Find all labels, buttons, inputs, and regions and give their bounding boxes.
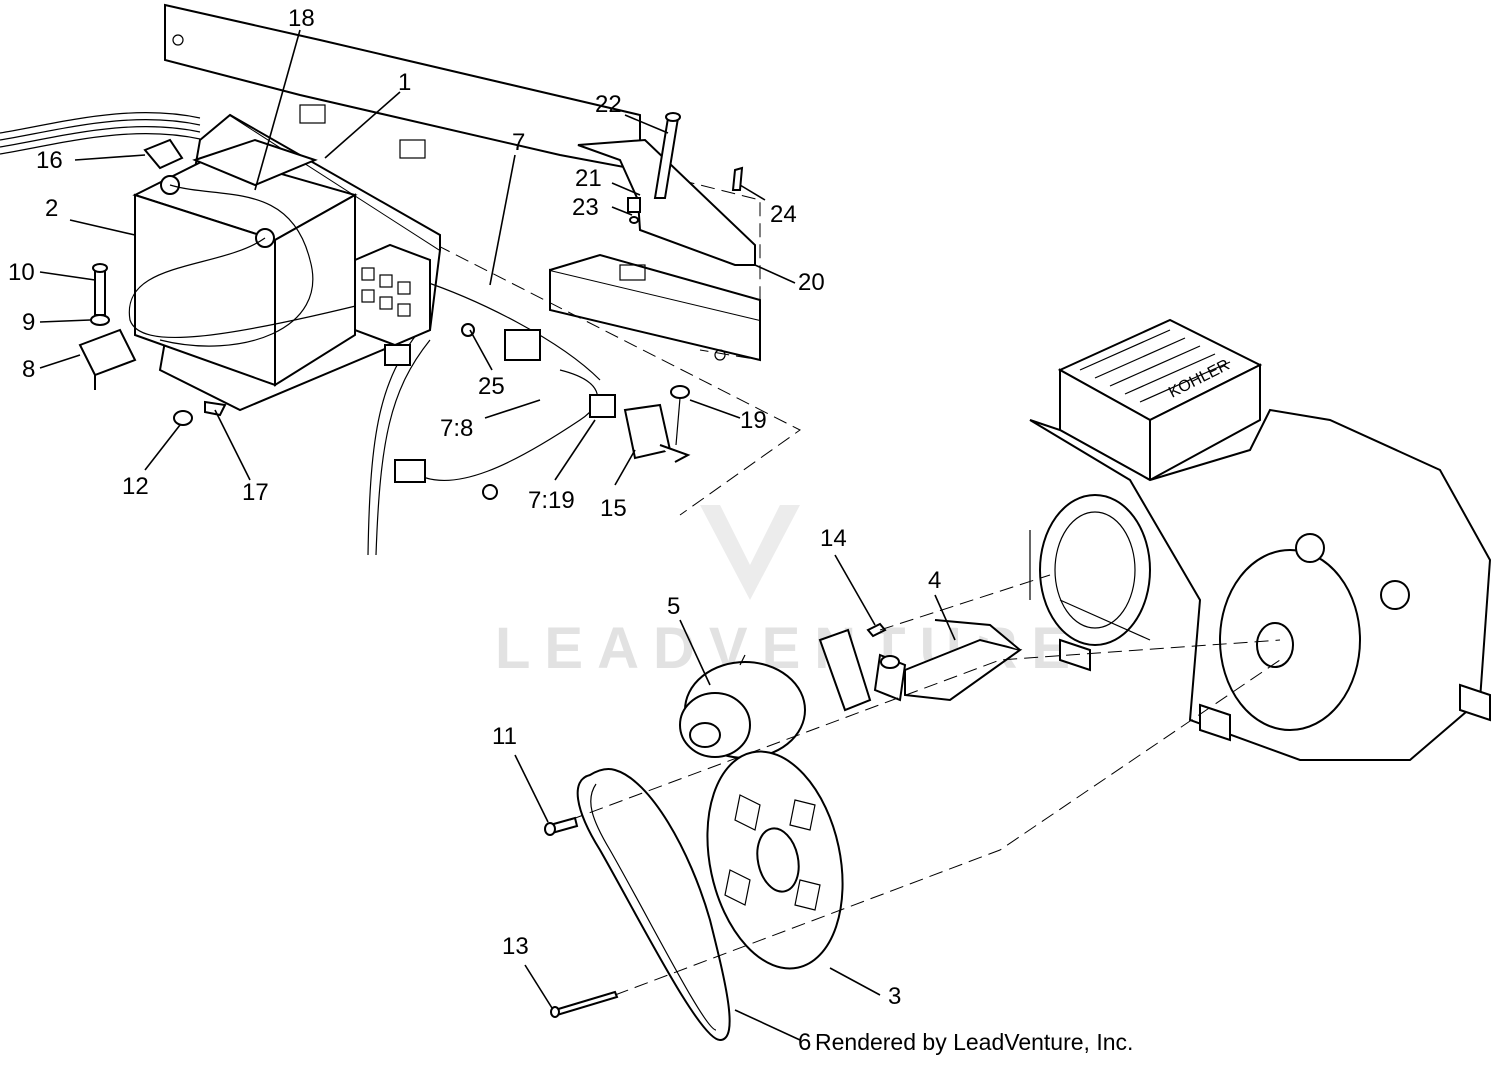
callout-18: 18 [288, 5, 315, 32]
callout-11: 11 [492, 723, 517, 750]
cables [0, 112, 601, 556]
callout-24: 24 [770, 201, 797, 228]
bolts [544, 816, 619, 1018]
frame-rail [164, 3, 801, 516]
alignment-lines [569, 574, 1281, 996]
callout-5: 5 [667, 593, 680, 620]
callout-6: 6 [798, 1029, 811, 1056]
callout-1: 1 [398, 69, 411, 96]
callout-19: 19 [740, 407, 767, 434]
callout-22: 22 [595, 91, 622, 118]
relay-block [354, 243, 616, 500]
render-credit: Rendered by LeadVenture, Inc. [815, 1029, 1133, 1055]
callout-15: 15 [600, 495, 627, 522]
callout-7: 7 [512, 129, 525, 156]
switch [623, 385, 691, 463]
callout-9: 9 [22, 309, 35, 336]
callout-14: 14 [820, 525, 847, 552]
drive-belt [576, 768, 731, 1042]
callout-7-19: 7:19 [528, 487, 575, 514]
callout-23: 23 [572, 194, 599, 221]
callout-16: 16 [36, 147, 63, 174]
callout-12: 12 [122, 473, 149, 500]
callout-13: 13 [502, 933, 529, 960]
leader-lines [39, 29, 956, 1041]
callout-7-8: 7:8 [440, 415, 473, 442]
callout-3: 3 [888, 983, 901, 1010]
alternator [679, 654, 806, 759]
bracket-plate [577, 112, 756, 266]
callout-2: 2 [45, 195, 58, 222]
callout-21: 21 [575, 165, 602, 192]
engine: KOHLER [1029, 318, 1492, 761]
callout-25: 25 [478, 373, 505, 400]
callout-17: 17 [242, 479, 269, 506]
callout-10: 10 [8, 259, 35, 286]
pulley [706, 750, 844, 970]
callout-20: 20 [798, 269, 825, 296]
hold-down-hardware [78, 138, 227, 426]
callout-4: 4 [928, 567, 941, 594]
callout-labels: 1 2 3 4 5 6 7 7:8 7:19 8 9 10 11 12 13 1… [8, 5, 941, 1056]
callout-8: 8 [22, 356, 35, 383]
